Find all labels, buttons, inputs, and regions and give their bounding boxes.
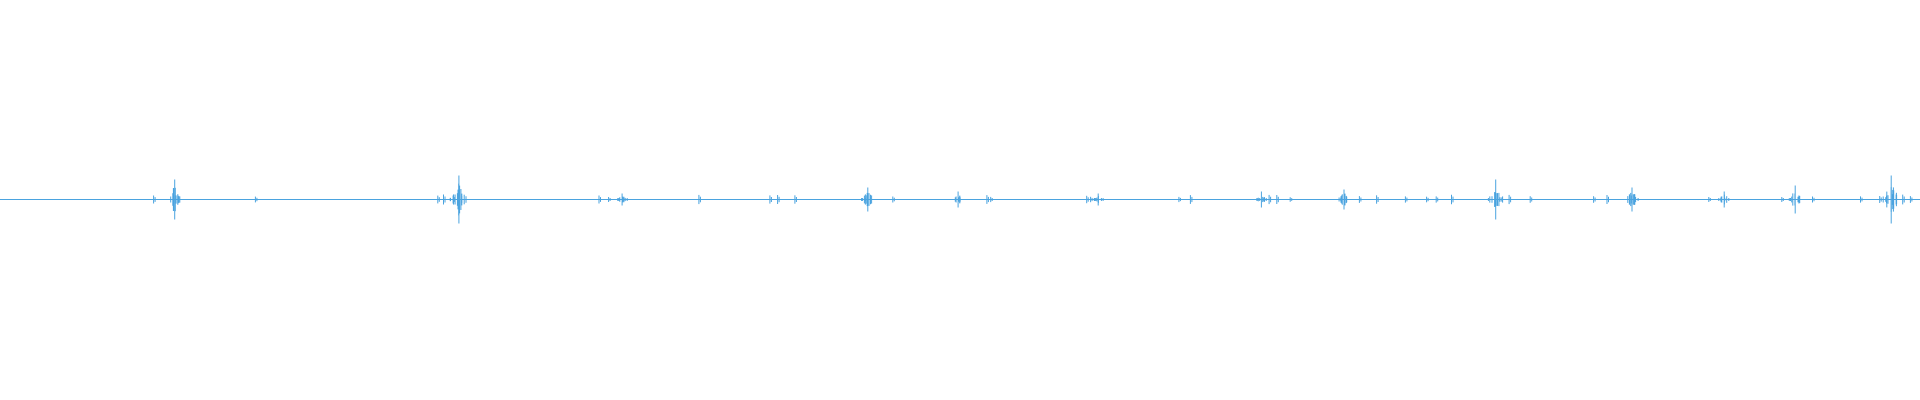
waveform-marks (153, 175, 1913, 224)
